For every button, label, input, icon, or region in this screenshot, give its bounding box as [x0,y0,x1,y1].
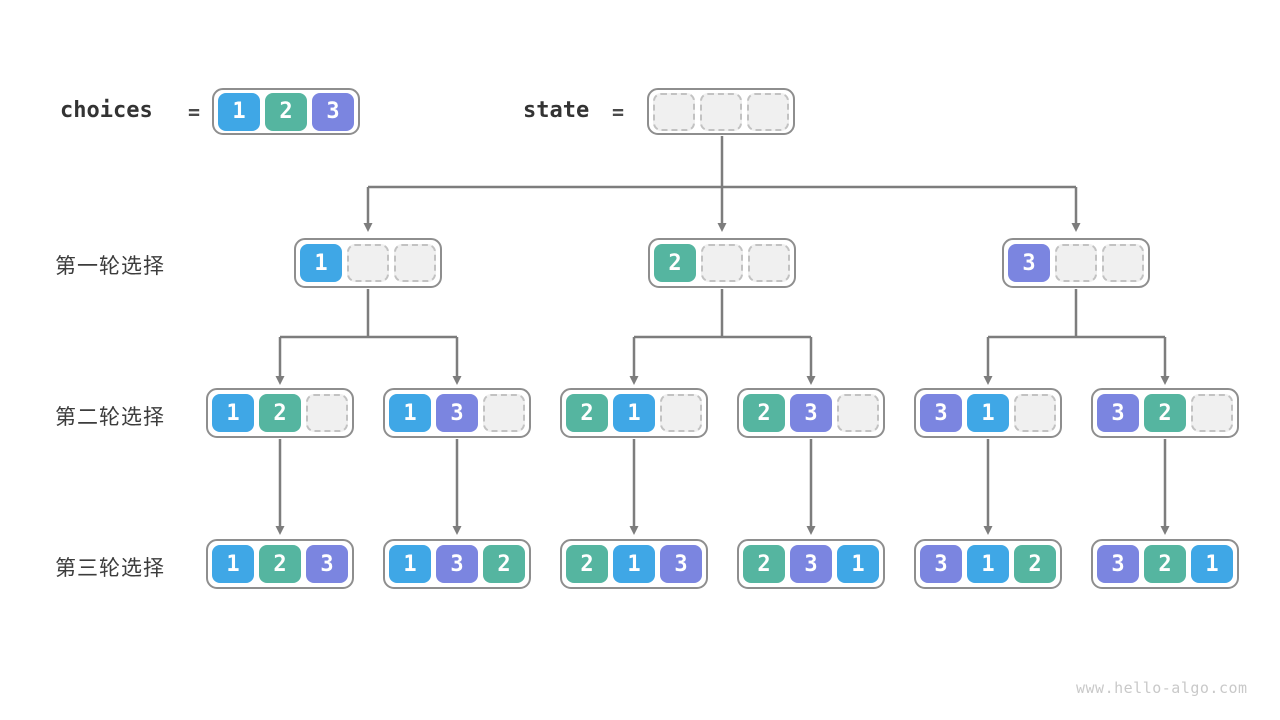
cell-1: 1 [613,545,655,583]
cell-2: 2 [265,92,307,131]
cell-1: 1 [218,92,260,131]
round-2-label: 第二轮选择 [55,405,165,429]
cell-1: 1 [613,394,655,432]
state-equals-sign: = [612,100,625,124]
state-box-round1-1: 1 [294,238,442,288]
state-array [647,88,795,135]
cell-2: 2 [259,394,301,432]
cell-3: 3 [436,545,478,583]
round-1-label: 第一轮选择 [55,254,165,278]
cell-empty [660,394,702,432]
cell-3: 3 [920,545,962,583]
cell-3: 3 [790,545,832,583]
choices-label: choices [60,98,153,123]
cell-1: 1 [837,545,879,583]
cell-2: 2 [259,545,301,583]
cell-3: 3 [1097,394,1139,432]
cell-empty [1055,244,1097,282]
state-label: state [523,98,590,123]
cell-empty [1102,244,1144,282]
cell-2: 2 [1144,545,1186,583]
cell-2: 2 [743,545,785,583]
cell-3: 3 [790,394,832,432]
cell-3: 3 [306,545,348,583]
state-box-round1-3: 3 [1002,238,1150,288]
cell-2: 2 [654,244,696,282]
cell-1: 1 [212,394,254,432]
cell-2: 2 [566,394,608,432]
cell-3: 3 [436,394,478,432]
watermark: www.hello-algo.com [1076,679,1248,697]
cell-2: 2 [483,545,525,583]
choices-equals-sign: = [188,100,201,124]
cell-3: 3 [1008,244,1050,282]
cell-1: 1 [389,545,431,583]
cell-empty [837,394,879,432]
cell-3: 3 [920,394,962,432]
cell-empty [394,244,436,282]
cell-1: 1 [212,545,254,583]
cell-empty [483,394,525,432]
cell-empty [347,244,389,282]
cell-1: 1 [967,545,1009,583]
cell-1: 1 [1191,545,1233,583]
cell-2: 2 [1014,545,1056,583]
cell-2: 2 [743,394,785,432]
cell-empty [1014,394,1056,432]
cell-empty [701,244,743,282]
cell-3: 3 [1097,545,1139,583]
cell-empty [306,394,348,432]
cell-empty [748,244,790,282]
cell-2: 2 [566,545,608,583]
cell-3: 3 [660,545,702,583]
cell-empty [653,92,695,131]
cell-2: 2 [1144,394,1186,432]
cell-1: 1 [300,244,342,282]
state-box-round1-2: 2 [648,238,796,288]
cell-empty [1191,394,1233,432]
cell-3: 3 [312,92,354,131]
cell-1: 1 [389,394,431,432]
round-3-label: 第三轮选择 [55,556,165,580]
cell-empty [700,92,742,131]
cell-1: 1 [967,394,1009,432]
cell-empty [747,92,789,131]
